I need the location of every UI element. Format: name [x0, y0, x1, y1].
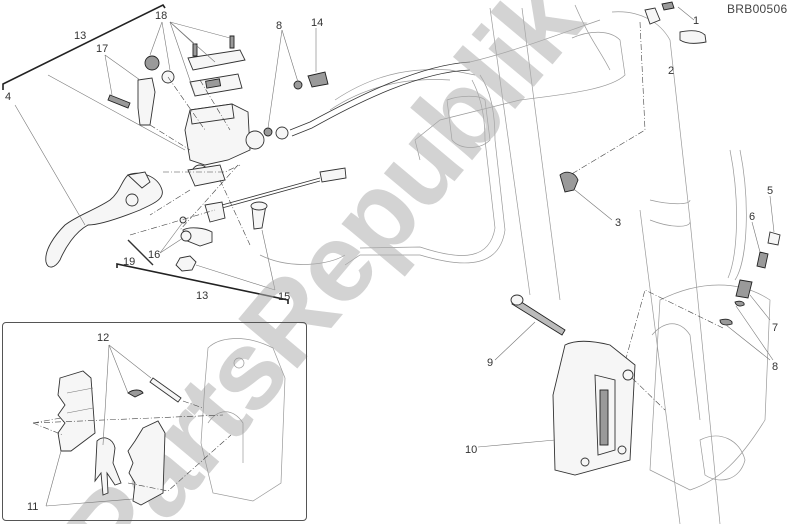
callout-10: 10	[465, 444, 478, 456]
brake-hose	[259, 19, 601, 265]
callout-19: 19	[123, 256, 136, 268]
callout-6: 6	[749, 211, 756, 223]
callout-13-top: 13	[74, 30, 87, 42]
callout-14: 14	[311, 17, 324, 29]
callout-12: 12	[97, 332, 110, 344]
callout-5: 5	[767, 185, 774, 197]
master-cylinder-assembly	[2, 3, 471, 304]
bleed-and-banjo-parts-5-8	[619, 195, 781, 381]
callout-7: 7	[772, 322, 779, 334]
front-brake-caliper	[477, 294, 666, 476]
fork-and-frame-ghost-outline	[329, 4, 771, 525]
callout-13-bottom: 13	[196, 290, 209, 302]
callout-3: 3	[615, 217, 622, 229]
callout-18: 18	[155, 10, 168, 22]
drawing-code: BRB00506	[727, 2, 788, 16]
callout-11: 11	[27, 501, 39, 513]
callout-4: 4	[5, 91, 12, 103]
hose-clamp-parts-1-2	[564, 1, 707, 179]
callout-15: 15	[278, 291, 291, 303]
callout-1: 1	[693, 15, 700, 27]
callout-8-top: 8	[276, 20, 283, 32]
brake-pads-inset	[2, 322, 307, 521]
callout-9: 9	[487, 357, 494, 369]
callout-16: 16	[148, 249, 161, 261]
callout-leaders	[14, 21, 317, 291]
callout-17: 17	[96, 43, 109, 55]
sensor-part-3	[559, 171, 613, 221]
callout-2: 2	[668, 65, 675, 77]
callout-8-right: 8	[772, 361, 779, 373]
